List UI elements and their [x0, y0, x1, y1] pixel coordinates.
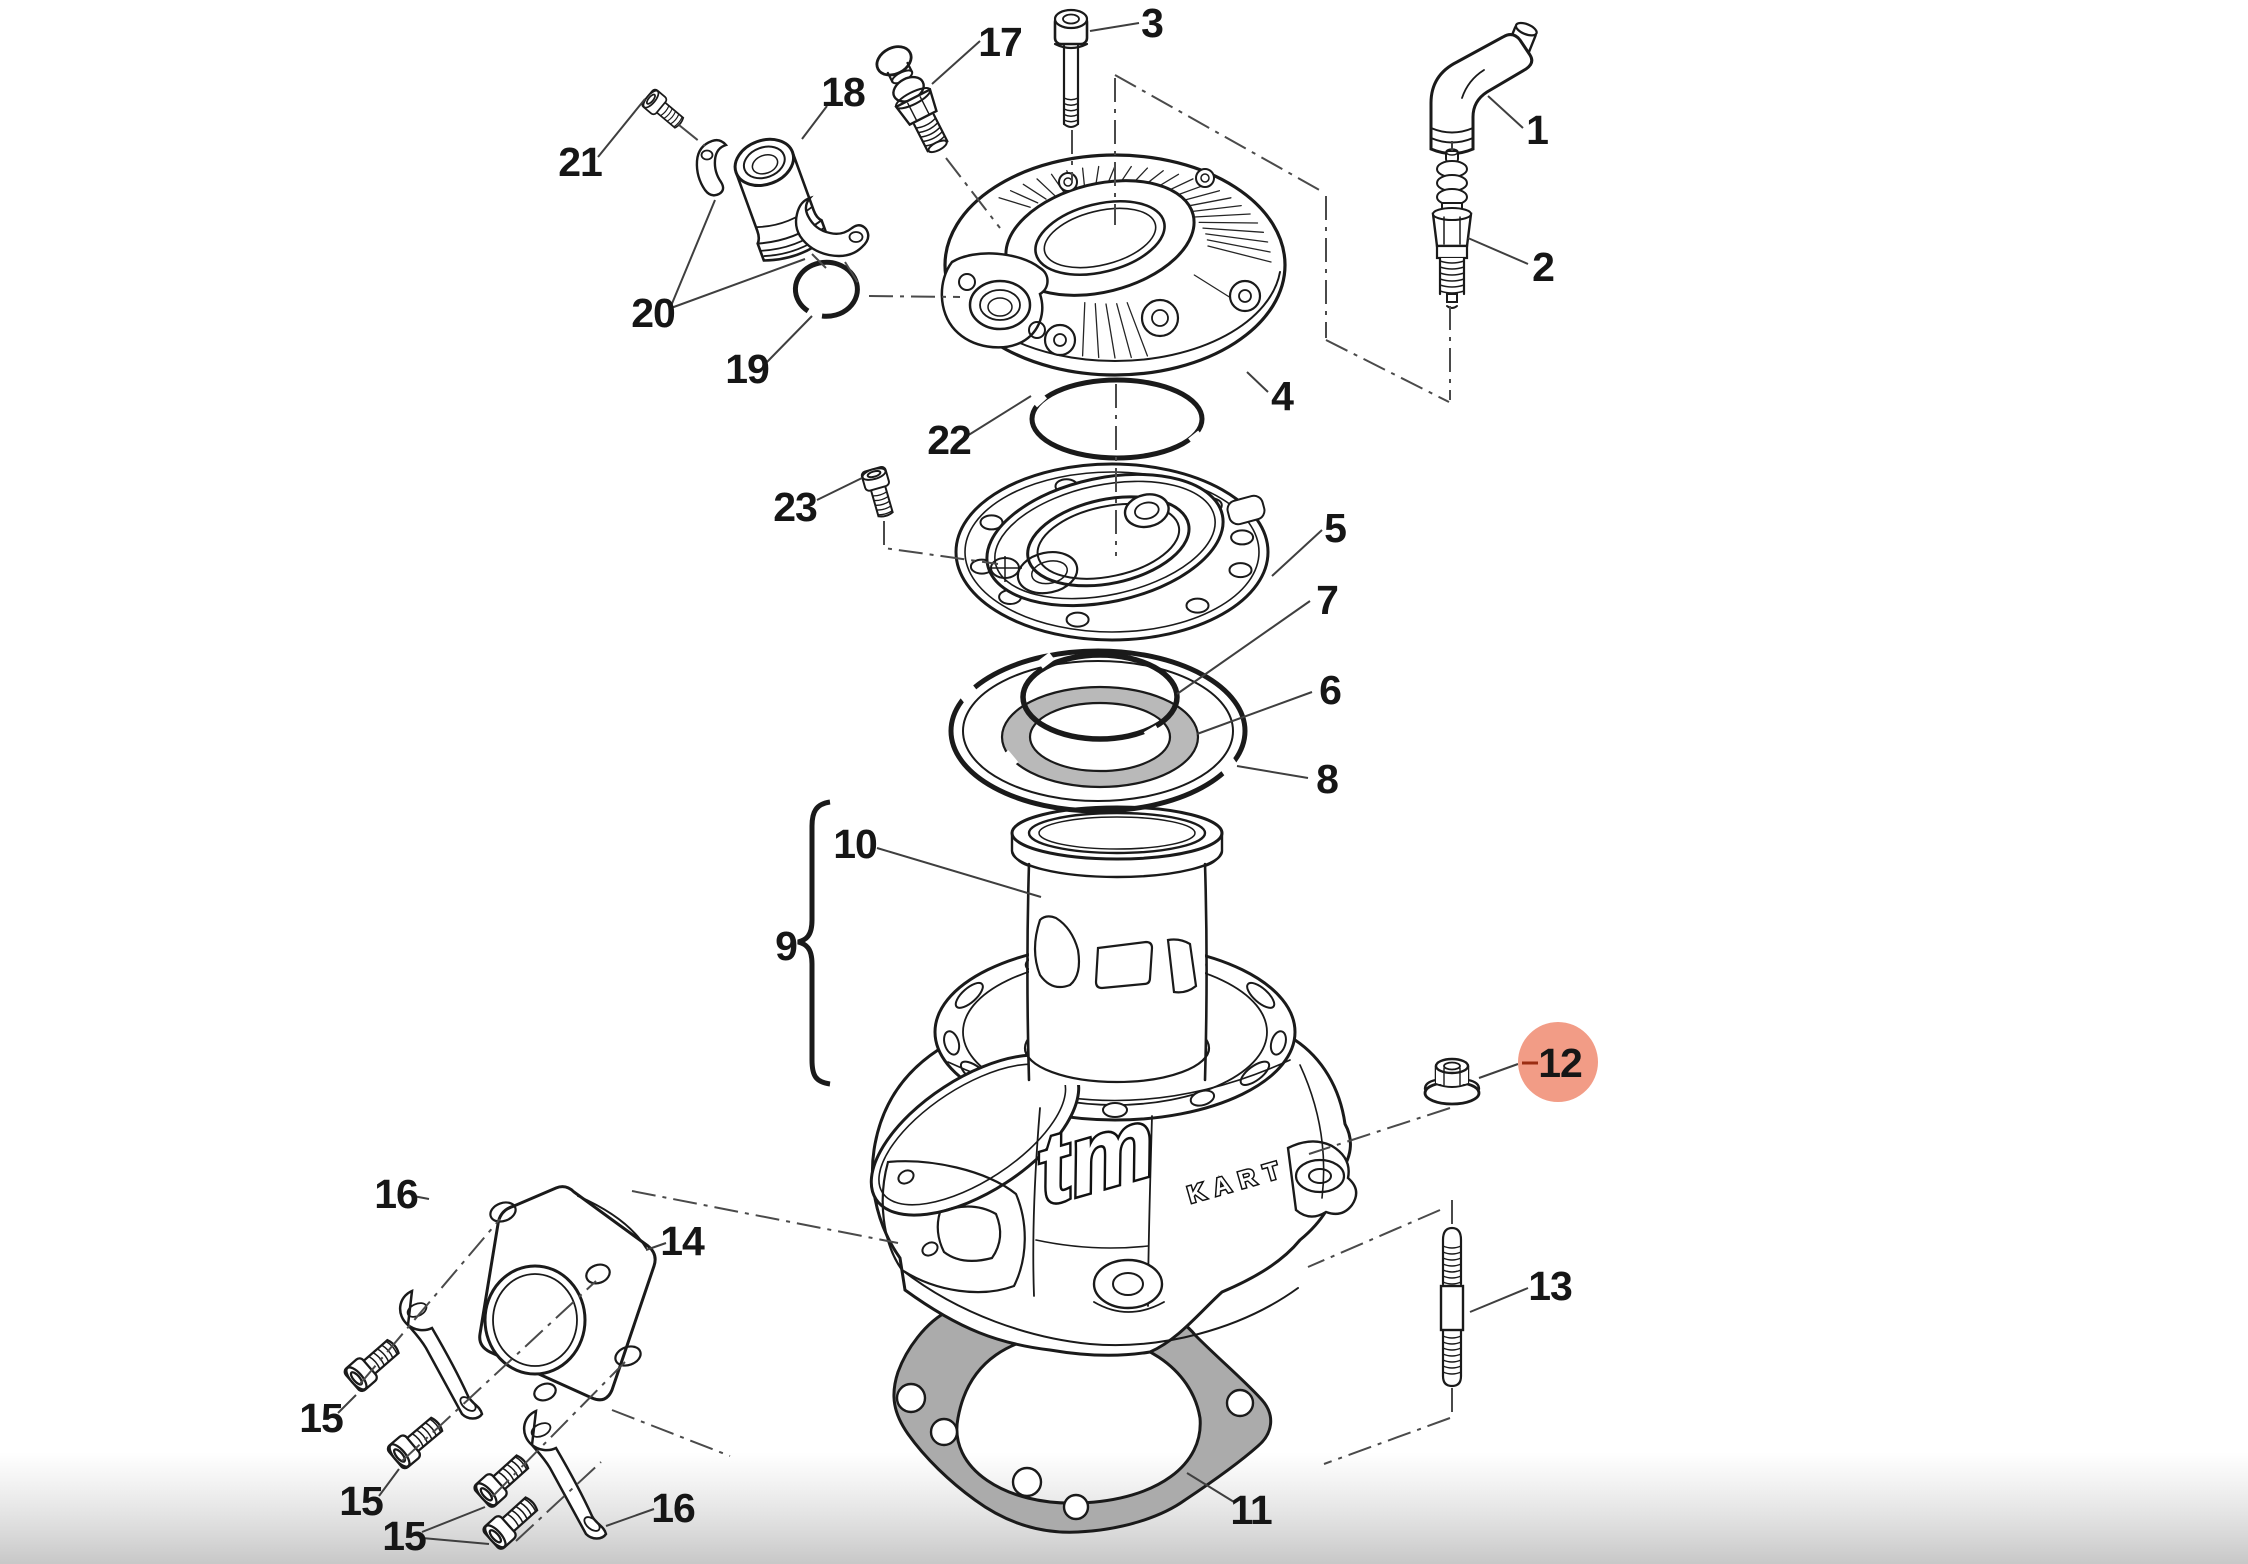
part-cylinder-base-gasket	[892, 1308, 1273, 1534]
callout-19[interactable]: 19	[725, 346, 770, 392]
callout-22[interactable]: 22	[927, 417, 972, 463]
callout-11[interactable]: 11	[1230, 1487, 1273, 1533]
leader-lines	[337, 22, 1529, 1545]
callout-21[interactable]: 21	[558, 139, 603, 185]
construction-lines	[359, 74, 1453, 1542]
part-spark-plug	[1431, 148, 1473, 309]
part-retaining-bracket-b	[523, 1408, 608, 1540]
callout-9[interactable]: 9	[775, 923, 798, 969]
cylinder-assembly-brace	[797, 799, 831, 1087]
part-cylinder-head-cover	[940, 153, 1287, 377]
callout-16a[interactable]: 16	[374, 1171, 419, 1217]
part-cylinder-stud	[1439, 1226, 1465, 1388]
callout-6[interactable]: 6	[1319, 667, 1342, 713]
part-head-cover-screw	[1053, 8, 1089, 128]
part-temperature-sensor-fitting	[875, 45, 949, 154]
part-spigot-retainer-clip-b	[794, 195, 870, 258]
callout-7[interactable]: 7	[1316, 577, 1339, 623]
callout-12[interactable]: 12	[1538, 1040, 1583, 1086]
part-circlip	[792, 259, 860, 319]
callout-15a[interactable]: 15	[299, 1395, 344, 1441]
part-spark-plug-cap	[1429, 21, 1538, 155]
callout-10[interactable]: 10	[833, 821, 878, 867]
callout-15c[interactable]: 15	[382, 1513, 427, 1559]
part-insert-screw	[859, 464, 899, 521]
callout-23[interactable]: 23	[773, 484, 818, 530]
part-exhaust-manifold	[478, 1185, 657, 1402]
part-outer-head-ring	[948, 648, 1248, 814]
callout-labels: 1 2 3 4 5 6 7 8 9 10 11 12 13 14 15 15 1…	[299, 0, 1583, 1559]
callout-18[interactable]: 18	[821, 69, 866, 115]
callout-14[interactable]: 14	[660, 1218, 706, 1264]
callout-4[interactable]: 4	[1271, 373, 1295, 419]
callout-3[interactable]: 3	[1141, 0, 1164, 46]
callout-12-highlight[interactable]	[1518, 1022, 1598, 1102]
flange-bore-front-edge	[1023, 1047, 1211, 1084]
part-cylinder-head-insert	[954, 462, 1270, 642]
callout-16b[interactable]: 16	[651, 1485, 696, 1531]
callout-15b[interactable]: 15	[339, 1478, 384, 1524]
part-flange-nut	[1423, 1057, 1481, 1106]
part-retaining-bracket-a	[399, 1288, 484, 1420]
callout-8[interactable]: 8	[1316, 756, 1339, 802]
callout-1[interactable]: 1	[1526, 107, 1549, 153]
callout-17[interactable]: 17	[978, 19, 1023, 65]
part-head-o-ring	[1020, 652, 1180, 742]
callout-20[interactable]: 20	[631, 290, 676, 336]
part-inner-seal-ring	[1000, 685, 1200, 789]
callout-2[interactable]: 2	[1532, 244, 1555, 290]
part-spigot-retainer-clip-a	[695, 138, 729, 197]
part-cylinder-sleeve	[1010, 805, 1224, 1085]
callout-5[interactable]: 5	[1324, 505, 1347, 551]
callout-13[interactable]: 13	[1528, 1263, 1573, 1309]
